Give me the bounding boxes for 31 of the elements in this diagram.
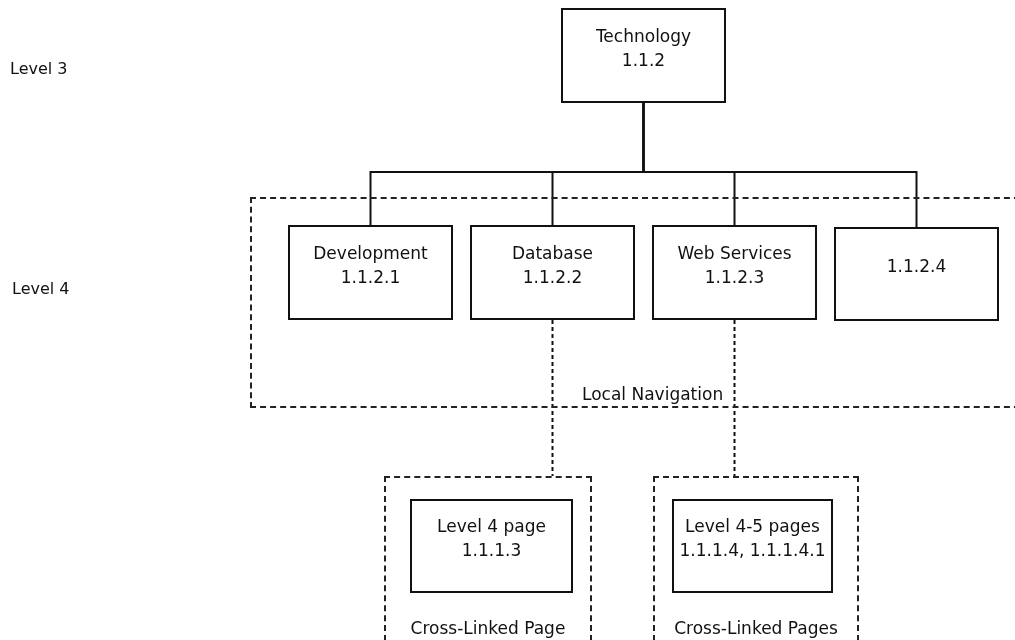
page-box: [470, 225, 635, 320]
page-title: Technology: [595, 24, 692, 48]
dashed-group-frame: [384, 476, 592, 640]
page-title: Development: [313, 241, 428, 265]
level-label: Level 4: [12, 279, 70, 298]
page-box: [834, 227, 999, 321]
page-title: Level 4-5 pages: [685, 515, 820, 538]
page-number: 1.1.2.4: [886, 255, 947, 278]
group-caption: Cross-Linked Page: [409, 618, 567, 638]
level-label: Level 3: [10, 59, 68, 78]
page-title: Web Services: [677, 241, 792, 265]
page-number: 1.1.2.3: [704, 265, 765, 289]
page-title: Level 4 page: [437, 515, 546, 538]
page-number: 1.1.2: [621, 48, 666, 72]
page-box: [672, 499, 833, 593]
page-number: 1.1.1.3: [461, 539, 522, 562]
page-number: 1.1.1.4, 1.1.1.4.1: [679, 539, 826, 562]
dashed-group-frame: [250, 197, 1015, 408]
page-box: [561, 8, 726, 103]
page-box: [288, 225, 453, 320]
connector-line: [642, 102, 918, 228]
page-title: Database: [511, 241, 594, 265]
group-caption: Local Navigation: [582, 384, 724, 404]
page-number: 1.1.2.2: [522, 265, 583, 289]
dashed-connector: [551, 319, 554, 477]
dashed-group-frame: [653, 476, 859, 640]
page-box: [410, 499, 573, 593]
group-caption: Cross-Linked Pages: [673, 618, 839, 638]
dashed-connector: [733, 319, 736, 477]
page-box: [652, 225, 817, 320]
page-number: 1.1.2.1: [340, 265, 401, 289]
